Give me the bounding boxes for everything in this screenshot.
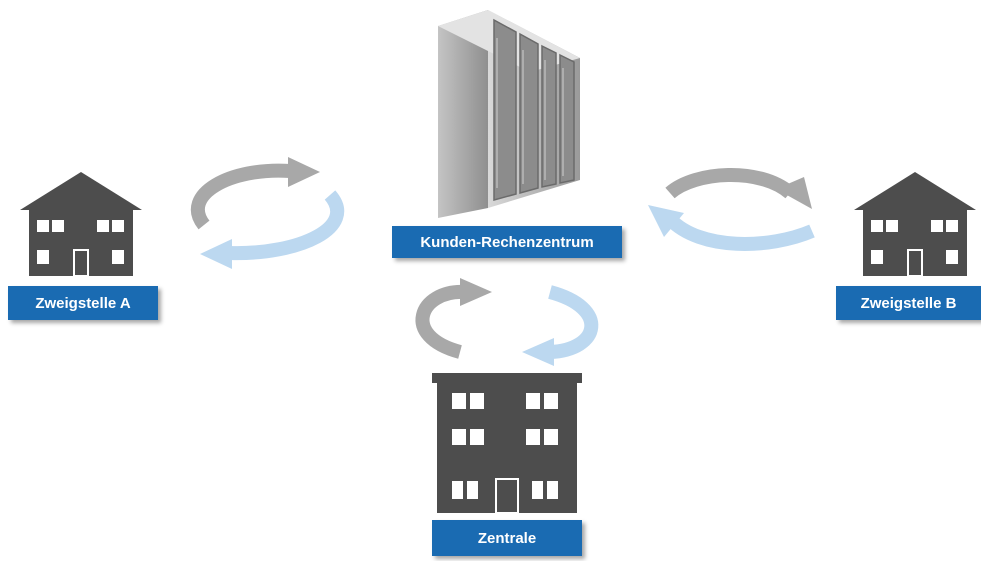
- sync-arrows-right-icon: [648, 168, 815, 251]
- branch-b-label: Zweigstelle B: [836, 286, 981, 320]
- sync-arrows-bottom-icon: [415, 278, 599, 366]
- sync-arrows-left-icon: [190, 157, 344, 269]
- headquarters-building-icon: [432, 373, 582, 514]
- server-rack-icon: [438, 10, 580, 218]
- headquarters-label: Zentrale: [432, 520, 582, 556]
- branch-a-house-icon: [20, 172, 142, 277]
- branch-a-label: Zweigstelle A: [8, 286, 158, 320]
- branch-b-house-icon: [854, 172, 976, 277]
- datacenter-label: Kunden-Rechenzentrum: [392, 226, 622, 258]
